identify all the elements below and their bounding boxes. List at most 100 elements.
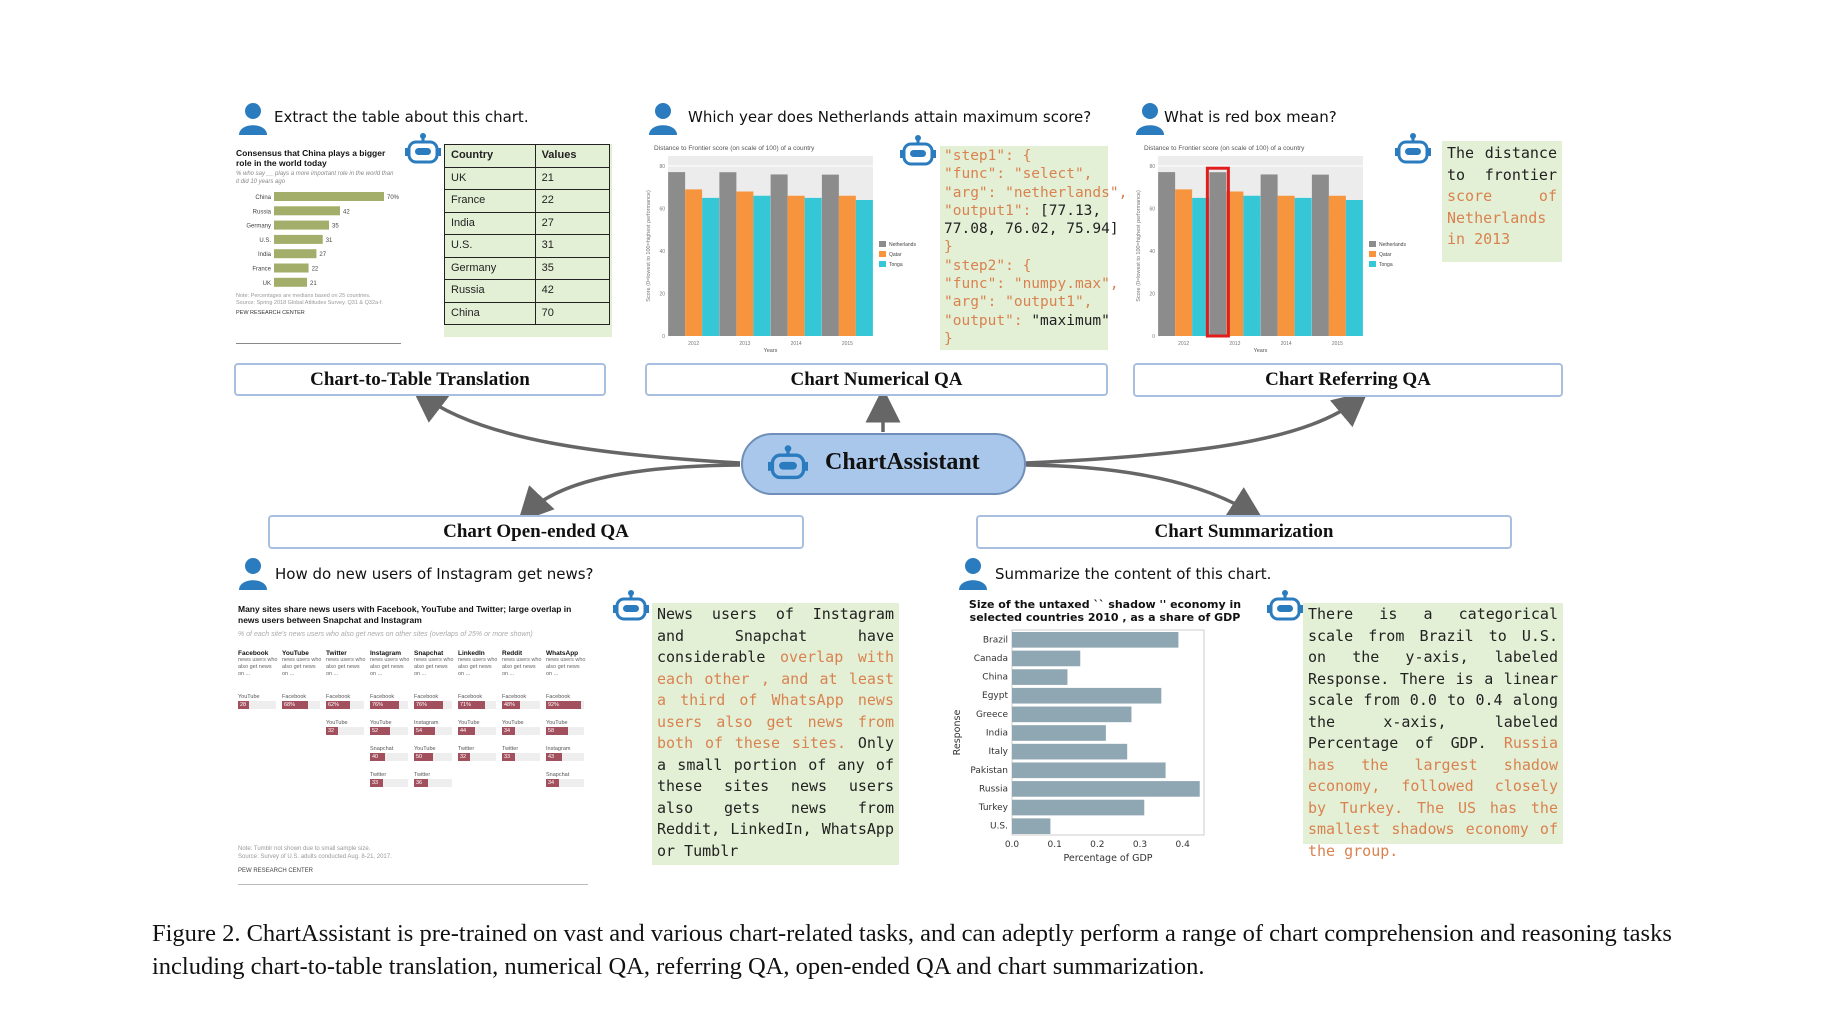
open-answer-p2: overlap with each other , and at least a… (657, 648, 894, 752)
table-cell: UK (444, 166, 536, 190)
code-token: "arg": "output1", (944, 294, 1093, 311)
center-title: ChartAssistant (825, 449, 980, 475)
legend-label: Tonga (1379, 262, 1393, 268)
arrow-to-open (517, 463, 741, 523)
summ-bar-label: Turkey (978, 803, 1009, 813)
code-token: "step1": { (944, 148, 1032, 164)
t2t-bar-value: 31 (326, 238, 333, 244)
robot-icon (1395, 133, 1431, 164)
overlap-fill (458, 701, 485, 709)
score-bar (719, 172, 737, 336)
score-bar (1175, 189, 1193, 336)
arrow-to-t2t (411, 387, 741, 465)
overlap-site: YouTube (546, 720, 568, 726)
overlap-track: 44 (458, 727, 496, 735)
summ-bar-label: U.S. (990, 822, 1008, 832)
table-header: Values (534, 144, 611, 168)
table-cell: 42 (534, 279, 611, 303)
user-icon (959, 558, 987, 590)
score-chart-title: Distance to Frontier score (on scale of … (654, 145, 815, 152)
open-answer-p3: Only a small portion of any of these sit… (657, 734, 894, 860)
red-box-highlight (1205, 166, 1230, 338)
summ-bar-label: Brazil (983, 635, 1008, 645)
overlap-site: Facebook (326, 694, 351, 700)
legend-swatch (879, 261, 886, 267)
column-subhead: news users who also get news on ... (414, 657, 454, 677)
overlap-fill (546, 701, 581, 709)
robot-icon (1267, 590, 1303, 621)
table-cell: 21 (534, 166, 611, 190)
summ-bar (1012, 650, 1081, 667)
score-bar (1260, 174, 1278, 336)
ref-answer-highlight: score of Netherlands in 2013 (1447, 187, 1557, 248)
overlap-track: 58 (546, 727, 584, 735)
summ-answer: There is a categorical scale from Brazil… (1303, 603, 1563, 860)
code-token: 77.08, 76.02, 75.94] (944, 221, 1119, 238)
overlap-track: 40 (370, 753, 408, 761)
t2t-bar-label: Russia (253, 209, 272, 215)
code-token: "output1": (944, 202, 1041, 219)
legend-swatch (1369, 261, 1376, 267)
overlap-site: Twitter (458, 746, 475, 752)
overlap-value: 32 (328, 728, 335, 734)
overlap-site: Instagram (546, 746, 571, 752)
t2t-bar-value: 21 (310, 281, 317, 287)
overlap-track: 52 (370, 727, 408, 735)
code-line: "arg": "netherlands", (944, 184, 1127, 202)
summ-source-chart: Size of the untaxed `` shadow '' economy… (950, 598, 1260, 893)
t2t-bar (274, 206, 340, 216)
overlap-fill (502, 727, 515, 735)
overlap-site: YouTube (414, 746, 436, 752)
score-bar (770, 174, 788, 336)
column-subhead: news users who also get news on ... (238, 657, 278, 677)
overlap-site: Snapchat (370, 746, 394, 752)
overlap-fill (370, 701, 399, 709)
user-icon (239, 103, 267, 135)
summ-answer-p1: There is a categorical scale from Brazil… (1308, 605, 1558, 752)
summ-bar-label: Russia (979, 784, 1008, 794)
arrow-to-ref (1025, 391, 1369, 465)
task-chart-to-table: Chart-to-Table Translation (234, 363, 606, 396)
overlap-site: Facebook (370, 694, 395, 700)
t2t-bar-label: U.S. (259, 238, 271, 244)
column-head: LinkedIn (458, 650, 485, 657)
overlap-value: 50 (416, 754, 423, 760)
y-tick-label: 20 (659, 292, 665, 298)
robot-icon (613, 590, 649, 621)
code-line: } (944, 238, 1104, 256)
overlap-fill (326, 727, 339, 735)
overlap-value: 62% (328, 702, 340, 708)
summ-bar-label: India (986, 729, 1008, 739)
summ-bar (1012, 781, 1200, 797)
arrow-to-summ (1025, 463, 1264, 521)
legend-swatch (1369, 251, 1376, 257)
open-answer: News users of Instagram and Snapchat hav… (652, 603, 899, 865)
score-bar (1226, 191, 1244, 336)
code-line: "arg": "output1", (944, 293, 1104, 311)
overlap-value: 28 (240, 702, 247, 708)
score-bar (668, 172, 686, 336)
t2t-chart-subtitle: % who say __ plays a more important role… (236, 171, 394, 185)
column-head: WhatsApp (546, 650, 579, 657)
open-source-chart: Many sites share news users with Faceboo… (238, 604, 588, 885)
overlap-fill (414, 779, 428, 787)
overlap-value: 76% (372, 702, 384, 708)
overlap-fill (282, 701, 308, 709)
y-tick-label: 80 (659, 164, 665, 170)
score-bar (1158, 172, 1176, 336)
score-bar (702, 197, 720, 336)
x-axis-label: Years (1254, 348, 1268, 354)
open-org: PEW RESEARCH CENTER (238, 868, 314, 874)
code-token: "func": "numpy.max", (944, 276, 1119, 293)
